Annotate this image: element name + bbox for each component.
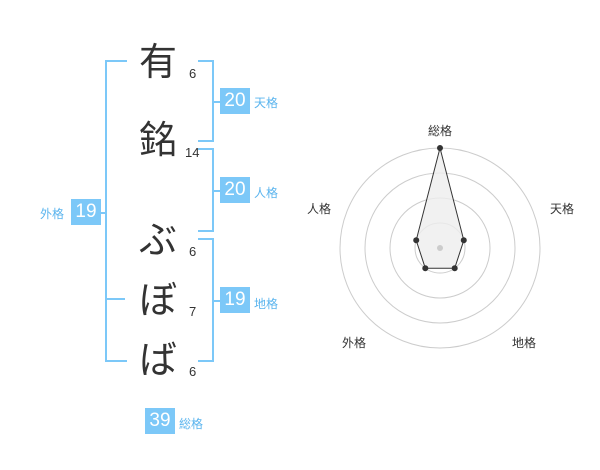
radar-points bbox=[413, 145, 467, 272]
gaikaku-label: 外格 bbox=[40, 207, 65, 221]
chikaku-label: 地格 bbox=[254, 297, 279, 311]
stroke-count-3: 6 bbox=[189, 244, 197, 259]
soukaku-label: 総格 bbox=[179, 417, 204, 431]
jinkaku-connector bbox=[212, 190, 220, 192]
tenkaku-badge: 20 bbox=[220, 88, 250, 114]
stroke-count-2: 14 bbox=[185, 145, 200, 160]
jinkaku-label: 人格 bbox=[254, 186, 279, 200]
stroke-count-4: 7 bbox=[189, 304, 197, 319]
gaikaku-connector bbox=[96, 212, 106, 214]
stroke-count-1: 6 bbox=[189, 66, 197, 81]
radar-point-2 bbox=[460, 237, 467, 244]
soukaku-badge: 39 bbox=[145, 408, 175, 434]
stroke-count-5: 6 bbox=[189, 364, 197, 379]
radar-point-1 bbox=[437, 145, 443, 151]
name-char-1: 有 bbox=[138, 40, 177, 84]
tenkaku-label: 天格 bbox=[254, 96, 279, 110]
name-char-2: 銘 bbox=[138, 118, 177, 162]
jinkaku-badge: 20 bbox=[220, 177, 250, 203]
chikaku-badge: 19 bbox=[220, 287, 250, 313]
radar-point-3 bbox=[451, 265, 458, 272]
radar-center bbox=[437, 245, 443, 251]
gaikaku-badge: 19 bbox=[71, 199, 101, 225]
radar-axis-label-tenkaku: 天格 bbox=[550, 202, 575, 216]
radar-axis-label-jinkaku: 人格 bbox=[307, 202, 332, 216]
radar-point-5 bbox=[413, 237, 420, 244]
name-char-4: ぼ bbox=[138, 278, 177, 322]
radar-axis-label-gaikaku: 外格 bbox=[342, 336, 367, 350]
radar-axis-label-soukaku: 総格 bbox=[428, 124, 453, 138]
radar-axis-label-chikaku: 地格 bbox=[512, 336, 537, 350]
tenkaku-connector bbox=[212, 101, 220, 103]
name-char-3: ぶ bbox=[138, 218, 177, 262]
radar-point-4 bbox=[422, 265, 429, 272]
gaikaku-bracket bbox=[105, 60, 127, 362]
name-char-5: ば bbox=[138, 338, 177, 382]
radar-area bbox=[415, 147, 465, 269]
chikaku-connector bbox=[212, 300, 220, 302]
gaikaku-divider bbox=[105, 298, 125, 300]
